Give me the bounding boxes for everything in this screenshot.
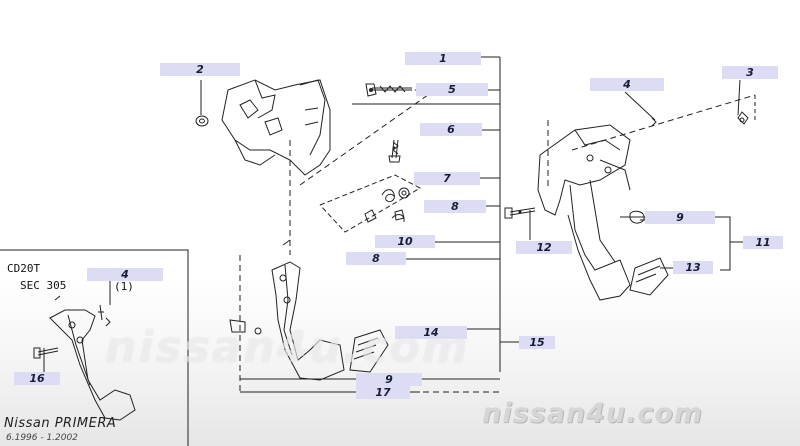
production-dates: 6.1996 - 1.2002: [6, 433, 78, 443]
callout-16[interactable]: 16: [14, 372, 60, 385]
callout-17[interactable]: 17: [356, 386, 410, 399]
callout-12[interactable]: 12: [516, 241, 572, 254]
callout-15[interactable]: 15: [519, 336, 555, 349]
callout-4-inset[interactable]: 4: [87, 268, 163, 281]
callout-9-right[interactable]: 9: [645, 211, 715, 224]
inset-frame: [0, 249, 189, 446]
clutch-pedal: [271, 261, 345, 381]
watermark-small: nissan4u.com: [482, 398, 704, 429]
callout-8-lower[interactable]: 8: [346, 252, 406, 265]
pedal-pad-14: [349, 329, 389, 373]
inset-pedal: [49, 309, 136, 421]
model-name: Nissan PRIMERA: [4, 416, 117, 431]
pedal-pad-13: [629, 257, 669, 296]
inset-engine-code: CD20T: [7, 262, 41, 275]
callout-1[interactable]: 1: [405, 52, 481, 65]
bracket-assembly: [221, 79, 331, 176]
callout-10[interactable]: 10: [375, 235, 435, 248]
callout-14[interactable]: 14: [395, 326, 467, 339]
callout-13[interactable]: 13: [673, 261, 713, 274]
inset-quantity: (1): [114, 280, 134, 293]
callout-11[interactable]: 11: [743, 236, 783, 249]
callout-7[interactable]: 7: [414, 172, 480, 185]
callout-9-lower[interactable]: 9: [356, 373, 422, 386]
watermark-large: nissan4u.com: [105, 322, 470, 373]
inset-section-ref: SEC 305: [20, 279, 67, 292]
callout-6[interactable]: 6: [420, 123, 482, 136]
brake-pedal-assembly: [537, 124, 631, 216]
callout-4[interactable]: 4: [590, 78, 664, 91]
callout-3[interactable]: 3: [722, 66, 778, 79]
callout-5[interactable]: 5: [416, 83, 488, 96]
callout-8-upper[interactable]: 8: [424, 200, 486, 213]
callout-2[interactable]: 2: [160, 63, 240, 76]
